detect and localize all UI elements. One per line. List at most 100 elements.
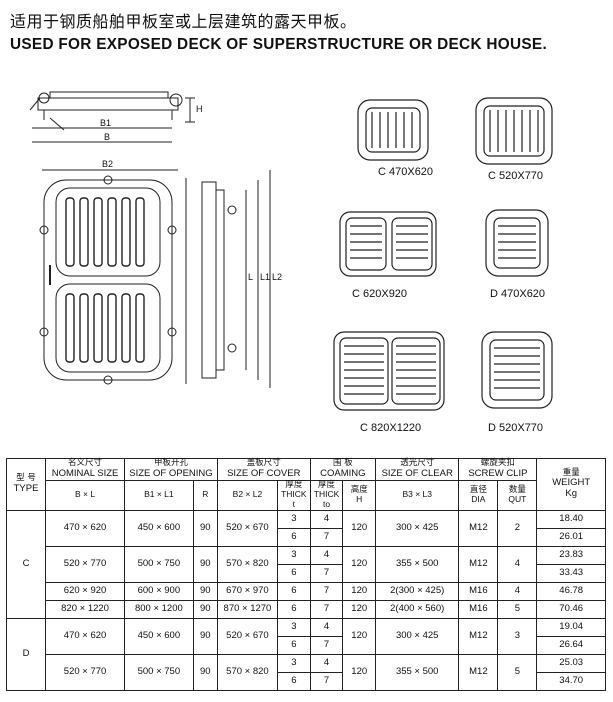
thumb-c-820x1220 [333,331,445,411]
cell-nominal: 620 × 920 [45,581,126,601]
cell-h: 120 [342,617,377,655]
cell-r: 90 [192,545,218,583]
thumb-c-520x770 [475,97,553,165]
cell-opening: 800 × 1200 [124,599,194,619]
cell-h: 120 [342,653,377,691]
side-section [185,170,271,388]
thumb-label-c-470x620: C 470X620 [378,166,434,178]
cell-qut: 4 [497,581,538,601]
cell-t: 6 [277,581,311,601]
thumb-label-c-820x1220: C 820X1220 [360,422,422,434]
cell-clear: 355 × 500 [375,545,460,583]
cell-clear: 355 × 500 [375,653,460,691]
cell-h: 120 [342,509,377,547]
header-nominal: 名义尺寸 NOMINAL SIZE [45,458,126,481]
cell-t: 6 [277,563,311,583]
cell-weight: 25.03 [536,653,606,673]
header-b3l3: B3 × L3 [375,479,460,511]
cell-to: 7 [309,527,344,547]
cell-dia: M12 [458,653,499,691]
dim-b-label: B [104,132,110,142]
cell-to: 4 [309,509,344,529]
dim-b1-label: B1 [100,118,111,128]
cell-dia: M16 [458,599,499,619]
header-clear: 透光尺寸 SIZE OF CLEAR [375,458,460,481]
cell-cover: 670 × 970 [216,581,279,601]
cell-nominal: 520 × 770 [45,653,126,691]
header-cover: 盖板尺寸 SIZE OF COVER [216,458,311,481]
thumb-d-470x620 [485,209,549,277]
cell-weight: 26.64 [536,635,606,655]
cell-t: 3 [277,509,311,529]
dim-h-label: H [196,104,203,114]
header-dia: 直径 DIA [458,479,499,511]
thumb-label-d-520x770: D 520X770 [488,422,544,434]
cell-clear: 2(400 × 560) [375,599,460,619]
cell-nominal: 520 × 770 [45,545,126,583]
title-en: USED FOR EXPOSED DECK OF SUPERSTRUCTURE … [10,36,547,53]
table-row: 6 7 26.01 [7,527,606,547]
cell-to: 7 [309,671,344,691]
cell-qut: 2 [497,509,538,547]
dim-l-label: L [248,272,253,282]
header-r: R [192,479,218,511]
header-b1l1: B1 × L1 [124,479,194,511]
cell-nominal: 470 × 620 [45,509,126,547]
cell-dia: M12 [458,509,499,547]
cell-h: 120 [342,599,377,619]
header-clip: 螺旋夹扣 SCREW CLIP [458,458,538,481]
cell-opening: 500 × 750 [124,653,194,691]
header-bxl: B × L [45,479,126,511]
cell-qut: 4 [497,545,538,583]
cell-clear: 300 × 425 [375,509,460,547]
header-qut: 数量 QUT [497,479,538,511]
type-d-cell: D [5,617,47,691]
table-row: 520 × 770 500 × 750 90 570 × 820 3 4 120… [7,653,606,691]
cell-weight: 33.43 [536,563,606,583]
cell-dia: M12 [458,545,499,583]
cell-to: 7 [309,581,344,601]
dim-l1-label: L1 [260,272,270,282]
cell-weight: 23.83 [536,545,606,565]
cell-r: 90 [192,509,218,547]
cell-to: 7 [309,599,344,619]
cell-clear: 300 × 425 [375,617,460,655]
cell-t: 6 [277,635,311,655]
cell-cover: 520 × 670 [216,509,279,547]
cell-opening: 450 × 600 [124,617,194,655]
header-coaming: 围 板 COAMING [309,458,377,481]
cell-weight: 19.04 [536,617,606,637]
cell-nominal: 820 × 1220 [45,599,126,619]
thumb-c-620x920 [339,211,437,277]
cell-r: 90 [192,599,218,619]
header-opening: 甲板开孔 SIZE OF OPENING [124,458,218,481]
cell-to: 7 [309,563,344,583]
cell-t: 3 [277,545,311,565]
cell-qut: 3 [497,617,538,655]
table-row: 520 × 770 500 × 750 90 570 × 820 3 4 120… [7,545,606,583]
cell-to: 4 [309,617,344,637]
plan-view [39,175,177,385]
cell-clear: 2(300 × 425) [375,581,460,601]
cell-dia: M12 [458,617,499,655]
cell-opening: 500 × 750 [124,545,194,583]
cell-t: 6 [277,599,311,619]
table-row: C 470 × 620 450 × 600 90 520 × 670 3 4 1… [5,509,606,619]
header-type: 型 号 TYPE [5,458,47,511]
cell-weight: 34.70 [536,671,606,691]
cell-r: 90 [192,653,218,691]
header-coaming-thick: 厚度 THICK to [309,479,344,511]
cell-weight: 46.78 [536,581,606,601]
header-height: 高度 H [342,479,377,511]
thumb-label-c-520x770: C 520X770 [488,170,544,182]
cell-t: 3 [277,653,311,673]
cell-to: 7 [309,635,344,655]
header-b2l2: B2 × L2 [216,479,279,511]
cell-qut: 5 [497,599,538,619]
thumb-c-470x620 [357,99,429,161]
dim-b2-label: B2 [102,159,113,169]
cell-weight: 18.40 [536,509,606,529]
thumb-d-520x770 [481,331,553,409]
cell-cover: 570 × 820 [216,653,279,691]
cell-dia: M16 [458,581,499,601]
